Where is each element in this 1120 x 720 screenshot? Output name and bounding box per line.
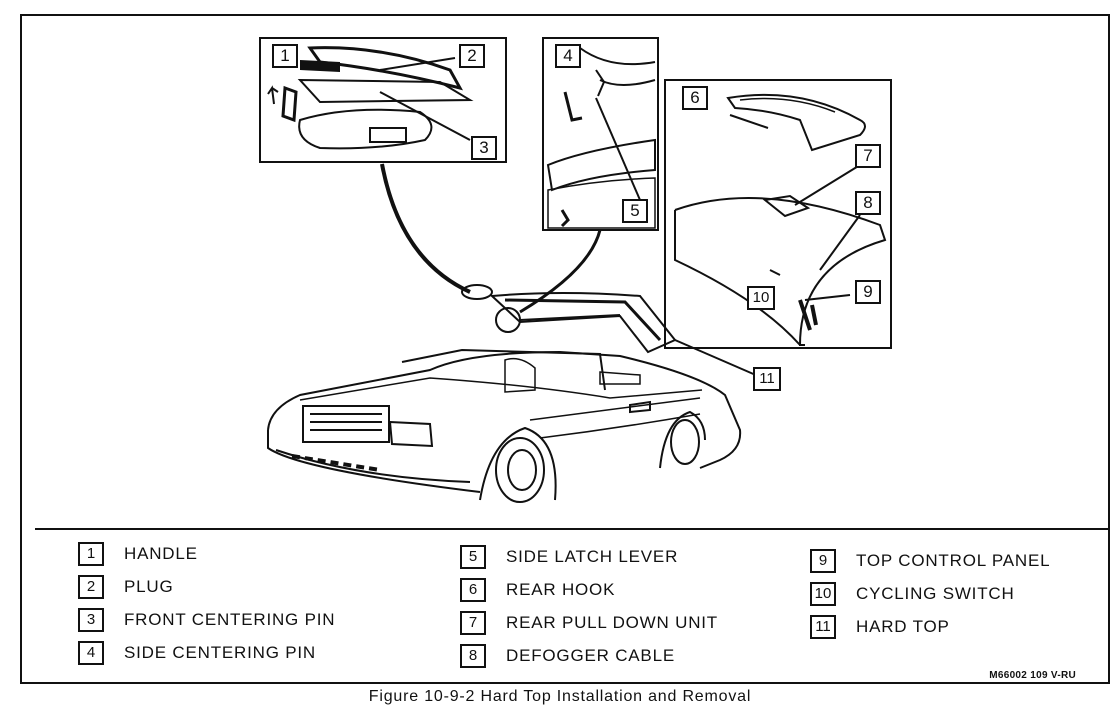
legend-label: FRONT CENTERING PIN (124, 610, 336, 629)
legend-label: HANDLE (124, 544, 198, 563)
reference-code: M66002 109 V-RU (989, 670, 1076, 681)
callout-front-centering-pin: 3 (471, 136, 497, 160)
legend-number: 11 (810, 615, 836, 639)
legend-item-front-centering-pin: 3 FRONT CENTERING PIN (78, 607, 335, 633)
legend-number: 2 (78, 575, 104, 599)
legend-label: PLUG (124, 577, 174, 596)
legend-divider (35, 528, 1110, 530)
detail-panel-front (259, 37, 507, 163)
legend-number: 5 (460, 545, 486, 569)
callout-hard-top: 11 (753, 367, 781, 391)
side-pin-detail-art (546, 47, 656, 229)
detail-panel-side (542, 37, 659, 231)
figure-frame (20, 14, 1110, 684)
legend-item-plug: 2 PLUG (78, 574, 174, 600)
rear-detail-art (674, 93, 887, 346)
legend-number: 7 (460, 611, 486, 635)
detail-panel-rear (664, 79, 892, 349)
legend-number: 1 (78, 542, 104, 566)
legend-item-defogger-cable: 8 DEFOGGER CABLE (460, 643, 675, 669)
legend-label: CYCLING SWITCH (856, 584, 1015, 603)
legend-item-rear-hook: 6 REAR HOOK (460, 577, 615, 603)
legend-item-handle: 1 HANDLE (78, 541, 198, 567)
sunvisor-detail-art (267, 46, 474, 150)
callout-side-centering-pin: 4 (555, 44, 581, 68)
callout-rear-hook: 6 (682, 86, 708, 110)
legend-item-side-latch-lever: 5 SIDE LATCH LEVER (460, 544, 678, 570)
callout-defogger-cable: 8 (855, 191, 881, 215)
car-body-art (267, 348, 742, 503)
legend-label: SIDE LATCH LEVER (506, 547, 679, 566)
legend-label: REAR HOOK (506, 580, 616, 599)
legend-item-side-centering-pin: 4 SIDE CENTERING PIN (78, 640, 316, 666)
legend-label: TOP CONTROL PANEL (856, 551, 1051, 570)
legend-number: 4 (78, 641, 104, 665)
callout-handle: 1 (272, 44, 298, 68)
callout-side-latch-lever: 5 (622, 199, 648, 223)
legend-label: HARD TOP (856, 617, 950, 636)
legend-number: 6 (460, 578, 486, 602)
legend-number: 10 (810, 582, 836, 606)
legend-item-rear-pull-down-unit: 7 REAR PULL DOWN UNIT (460, 610, 718, 636)
legend-label: SIDE CENTERING PIN (124, 643, 316, 662)
callout-top-control-panel: 9 (855, 280, 881, 304)
callout-plug: 2 (459, 44, 485, 68)
hard-top-art (489, 292, 759, 377)
callout-rear-pull-down-unit: 7 (855, 144, 881, 168)
legend-item-top-control-panel: 9 TOP CONTROL PANEL (810, 548, 1050, 574)
callout-cycling-switch: 10 (747, 286, 775, 310)
legend-item-cycling-switch: 10 CYCLING SWITCH (810, 581, 1015, 607)
legend-number: 9 (810, 549, 836, 573)
legend-number: 3 (78, 608, 104, 632)
legend-label: DEFOGGER CABLE (506, 646, 675, 665)
legend-label: REAR PULL DOWN UNIT (506, 613, 718, 632)
legend-item-hard-top: 11 HARD TOP (810, 614, 950, 640)
legend-number: 8 (460, 644, 486, 668)
figure-caption: Figure 10-9-2 Hard Top Installation and … (368, 688, 752, 705)
